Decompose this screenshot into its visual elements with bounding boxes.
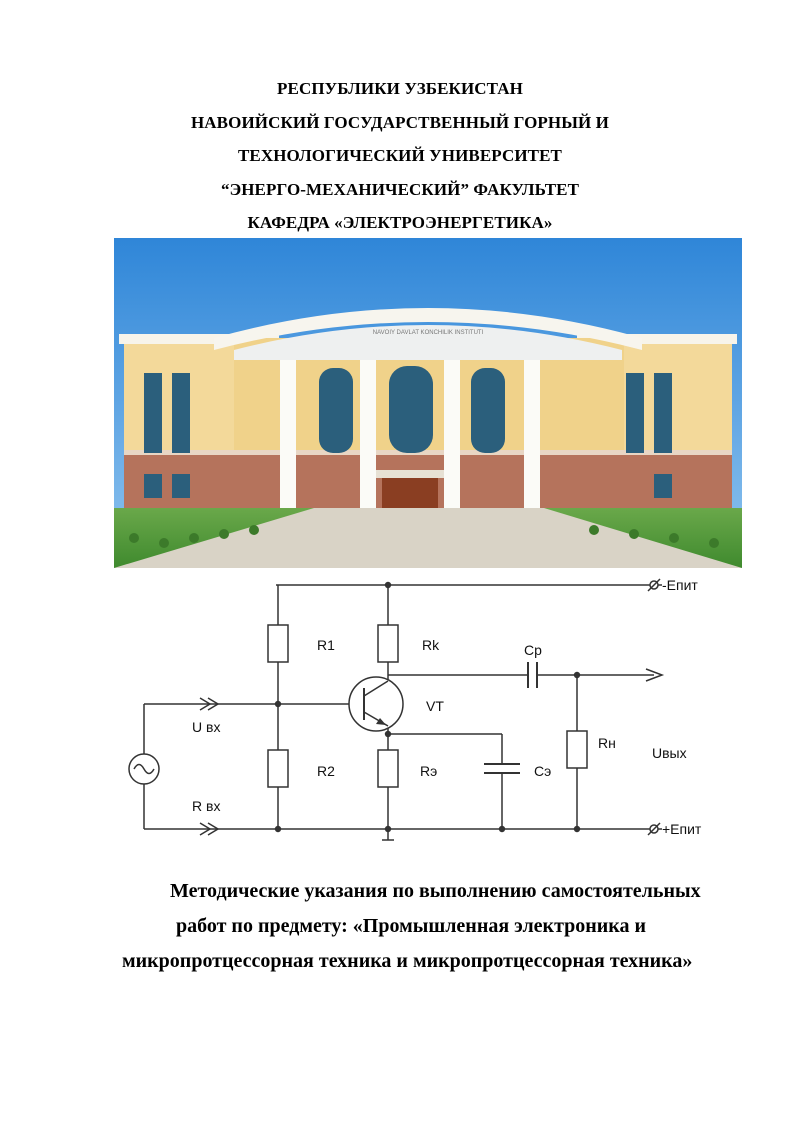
desc-line-1: Методические указания по выполнению само…	[170, 880, 701, 902]
label-rk: Rk	[422, 637, 440, 653]
header-line-3: ТЕХНОЛОГИЧЕСКИЙ УНИВЕРСИТЕТ	[237, 146, 562, 165]
title-block: РЕСПУБЛИКИ УЗБЕКИСТАН НАВОИЙСКИЙ ГОСУДАР…	[0, 72, 800, 240]
label-r1: R1	[317, 637, 335, 653]
label-uin: U вх	[192, 719, 220, 735]
desc-line-3: микропротцессорная техника и микропротце…	[122, 950, 693, 972]
building-sign: NAVOIY DAVLAT KONCHILIK INSTITUTI	[373, 330, 484, 336]
label-e-plus: +Епит	[662, 821, 702, 837]
desc-line-2: работ по предмету: «Промышленная электро…	[176, 915, 647, 937]
label-r2: R2	[317, 763, 335, 779]
label-rin: R вх	[192, 798, 220, 814]
header-line-2: НАВОИЙСКИЙ ГОСУДАРСТВЕННЫЙ ГОРНЫЙ И	[190, 112, 610, 132]
label-vt: VT	[426, 698, 444, 714]
header-line-5: КАФЕДРА «ЭЛЕКТРОЭНЕРГЕТИКА»	[247, 213, 553, 232]
header-line-4: “ЭНЕРГО-МЕХАНИЧЕСКИЙ” ФАКУЛЬТЕТ	[220, 179, 580, 199]
label-e-minus: -Епит	[662, 577, 698, 593]
header-line-1: РЕСПУБЛИКИ УЗБЕКИСТАН	[277, 79, 523, 98]
label-re: Rэ	[420, 763, 437, 779]
label-ce: Cэ	[534, 763, 551, 779]
label-rn: Rн	[598, 735, 616, 751]
amplifier-circuit-diagram: R1 R2 Rk Rэ Cp Cэ Rн VT U вх R вх Uвых -…	[114, 568, 742, 845]
label-cp: Cp	[524, 642, 542, 658]
label-uout: Uвых	[652, 745, 687, 761]
university-building-photo: NAVOIY DAVLAT KONCHILIK INSTITUTI	[114, 238, 742, 568]
